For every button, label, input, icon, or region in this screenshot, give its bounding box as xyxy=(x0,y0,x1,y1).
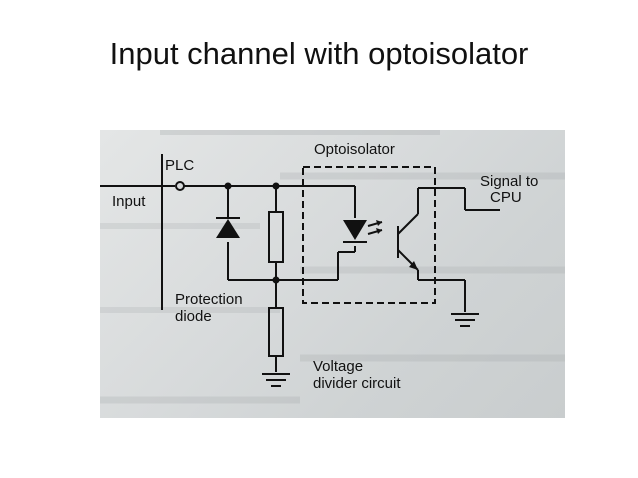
optoisolator-box xyxy=(302,166,436,304)
junction-dots xyxy=(224,182,280,284)
signal-label-line1: Signal to xyxy=(480,173,538,190)
optoisolator-label: Optoisolator xyxy=(314,141,395,158)
phototransistor-symbol xyxy=(397,187,466,312)
circuit-diagram: PLC Input Optoisolator Signal to CPU Pro… xyxy=(100,130,565,404)
protection-label-line1: Protection xyxy=(175,291,243,308)
input-wiring xyxy=(100,181,356,372)
resistor-lower xyxy=(268,307,284,357)
ground-symbol-right xyxy=(451,313,479,327)
circuit-photo: PLC Input Optoisolator Signal to CPU Pro… xyxy=(100,130,565,418)
divider-label-line2: divider circuit xyxy=(313,375,401,392)
signal-label-line2: CPU xyxy=(490,189,522,206)
ground-symbol-left xyxy=(262,373,290,387)
divider-label-line1: Voltage xyxy=(313,358,363,375)
protection-diode-symbol xyxy=(216,217,240,238)
input-label: Input xyxy=(112,193,146,210)
bleed-through-text xyxy=(100,130,565,404)
resistor-upper xyxy=(268,211,284,263)
protection-label-line2: diode xyxy=(175,308,212,325)
led-symbol xyxy=(343,220,383,243)
slide-title: Input channel with optoisolator xyxy=(109,36,529,71)
emitter-arrow xyxy=(409,261,418,270)
plc-label: PLC xyxy=(165,157,194,174)
